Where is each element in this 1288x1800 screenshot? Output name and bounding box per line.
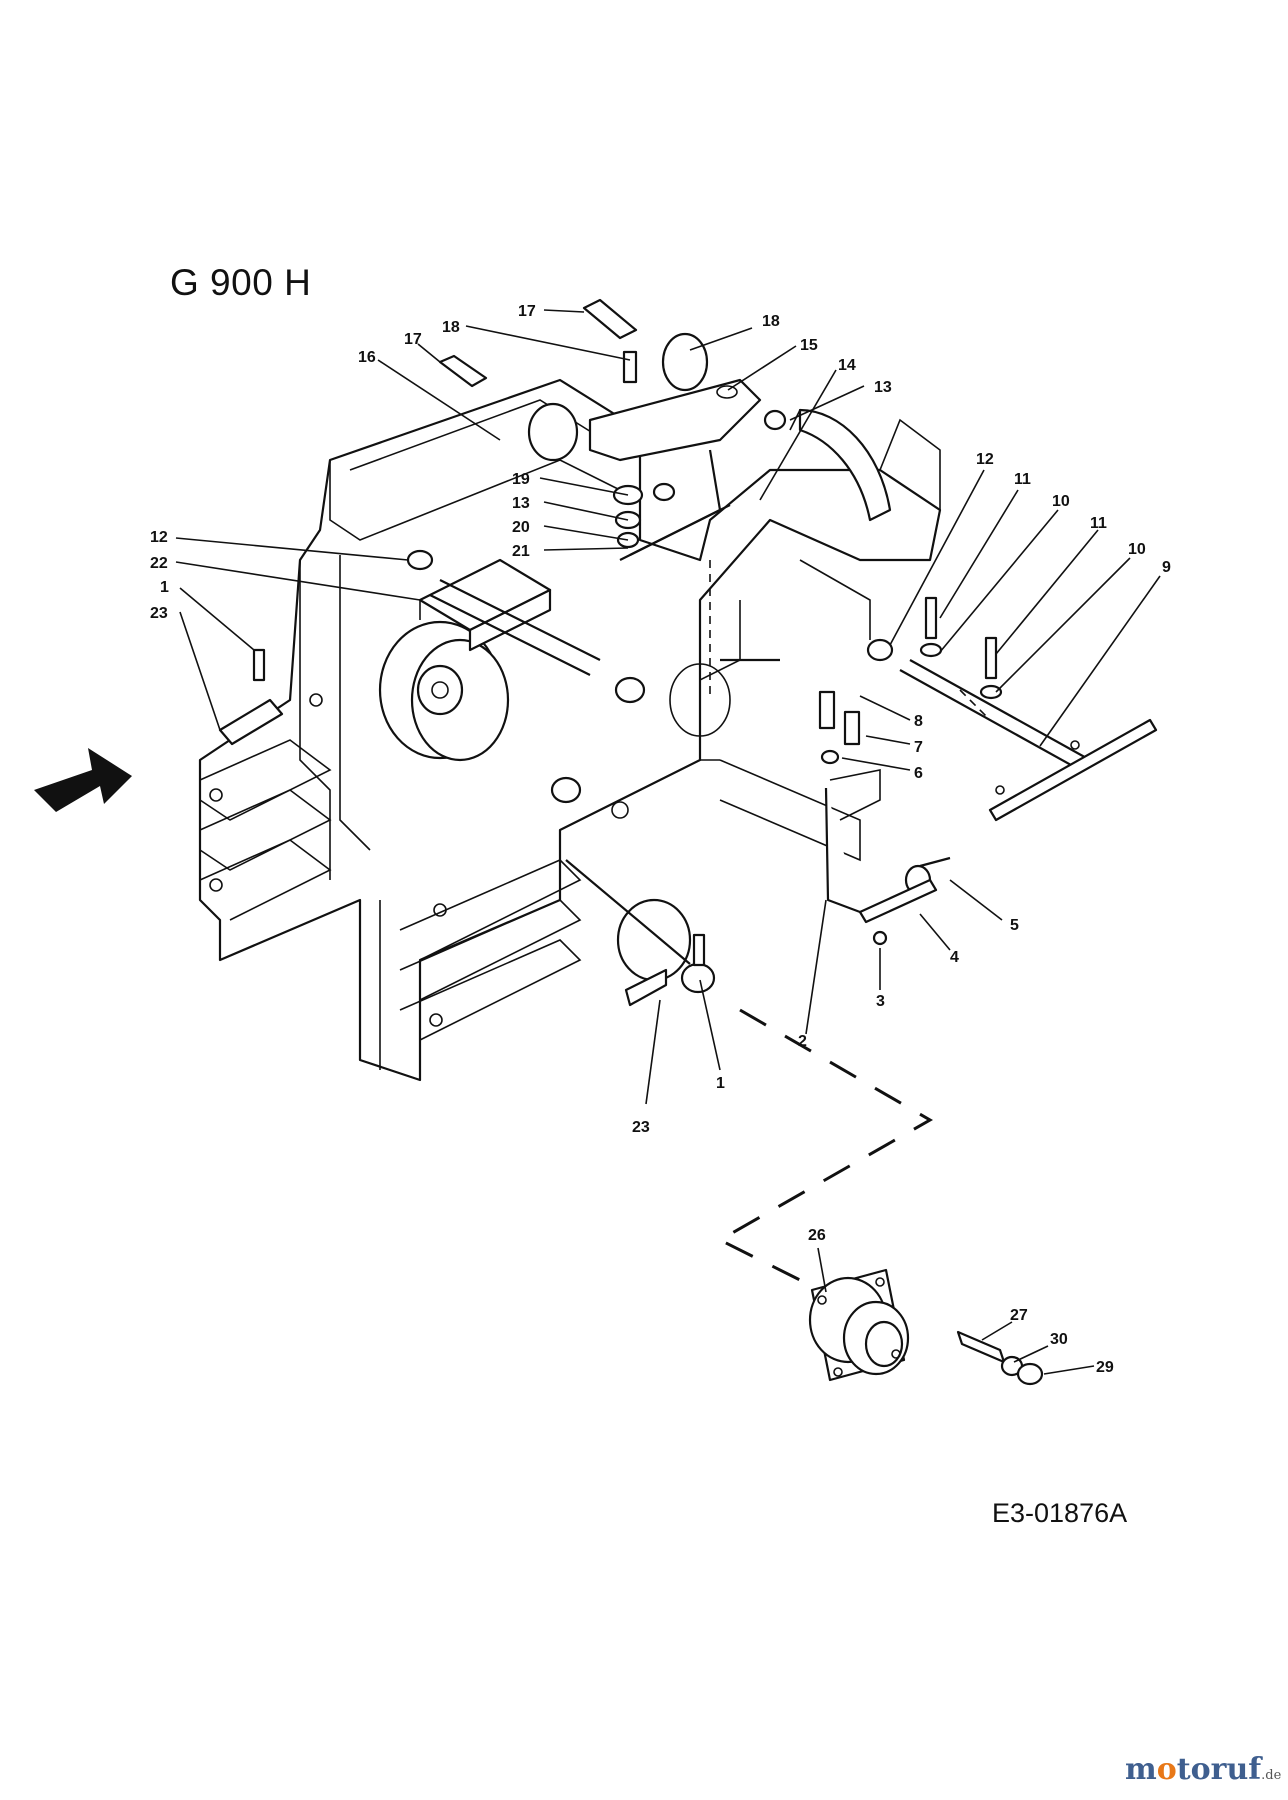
model-title: G 900 H <box>170 262 312 303</box>
callout-17: 17 <box>518 303 536 320</box>
gear-13 <box>789 408 892 522</box>
callout-6: 6 <box>914 765 923 782</box>
callout-1: 1 <box>716 1075 725 1092</box>
main-frame <box>198 378 942 1082</box>
watermark-part: toruf <box>1176 1752 1262 1787</box>
callout-5: 5 <box>1010 917 1019 934</box>
callout-23: 23 <box>150 605 168 622</box>
callout-16: 16 <box>358 349 376 366</box>
direction-arrow-icon <box>34 748 132 812</box>
callout-30: 30 <box>1050 1331 1068 1348</box>
watermark-part: m <box>1125 1752 1157 1787</box>
callout-19: 19 <box>512 471 530 488</box>
leader-lines <box>175 309 1161 1375</box>
watermark-suffix: .de <box>1261 1768 1282 1783</box>
callout-12: 12 <box>976 451 994 468</box>
callout-15: 15 <box>800 337 818 354</box>
callout-27: 27 <box>1010 1307 1028 1324</box>
callout-22: 22 <box>150 555 168 572</box>
callout-1: 1 <box>160 579 169 596</box>
callout-8: 8 <box>914 713 923 730</box>
callout-10: 10 <box>1052 493 1070 510</box>
callout-13: 13 <box>512 495 530 512</box>
fasteners-27-30-29 <box>956 1330 1044 1386</box>
rod-2-bracket-4 <box>824 787 938 946</box>
bearing-flange-26 <box>808 1268 910 1382</box>
callout-26: 26 <box>808 1227 826 1244</box>
callout-29: 29 <box>1096 1359 1114 1376</box>
shaft-9 <box>899 659 1158 822</box>
axle-housing <box>218 648 716 1007</box>
small-parts-5-8 <box>818 690 951 896</box>
watermark-part-o: o <box>1156 1752 1177 1787</box>
right-fasteners <box>866 596 1003 700</box>
callout-14: 14 <box>838 357 856 374</box>
callout-labels: 17 18 17 18 15 16 14 13 19 13 20 21 12 2… <box>150 303 1171 1376</box>
drawing-code: E3-01876A <box>992 1498 1128 1528</box>
callout-9: 9 <box>1162 559 1171 576</box>
control-lever-15 <box>588 378 762 561</box>
callout-11: 11 <box>1014 471 1031 488</box>
callout-18: 18 <box>442 319 460 336</box>
callout-21: 21 <box>512 543 530 560</box>
watermark-logo: motoruf.de <box>1125 1752 1281 1787</box>
callout-12: 12 <box>150 529 168 546</box>
bracket-plate-22 <box>418 558 552 652</box>
callout-3: 3 <box>876 993 885 1010</box>
callout-20: 20 <box>512 519 530 536</box>
callout-17: 17 <box>404 331 422 348</box>
callout-13: 13 <box>874 379 892 396</box>
pulley <box>378 620 510 762</box>
callout-2: 2 <box>798 1033 807 1050</box>
callout-7: 7 <box>914 739 923 756</box>
callout-18: 18 <box>762 313 780 330</box>
exploded-guide-lines <box>709 560 991 1322</box>
callout-23: 23 <box>632 1119 650 1136</box>
center-shaft <box>429 579 780 737</box>
callout-10: 10 <box>1128 541 1146 558</box>
callout-11: 11 <box>1090 515 1107 532</box>
callout-4: 4 <box>950 949 959 966</box>
